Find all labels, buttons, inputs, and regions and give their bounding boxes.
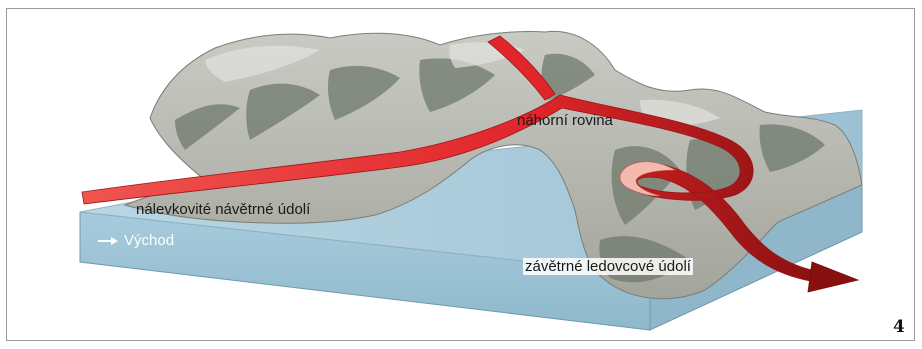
label-plateau: náhorní rovina [517,112,613,129]
east-arrow-icon [98,236,118,246]
figure-number: 4 [893,317,905,337]
wind-arrow-head [808,262,858,292]
label-funnel-valley: nálevkovité návětrné údolí [136,201,310,218]
direction-indicator: Východ [98,232,174,249]
direction-label: Východ [124,232,174,249]
label-lee-valley: závětrné ledovcové údolí [523,258,693,275]
